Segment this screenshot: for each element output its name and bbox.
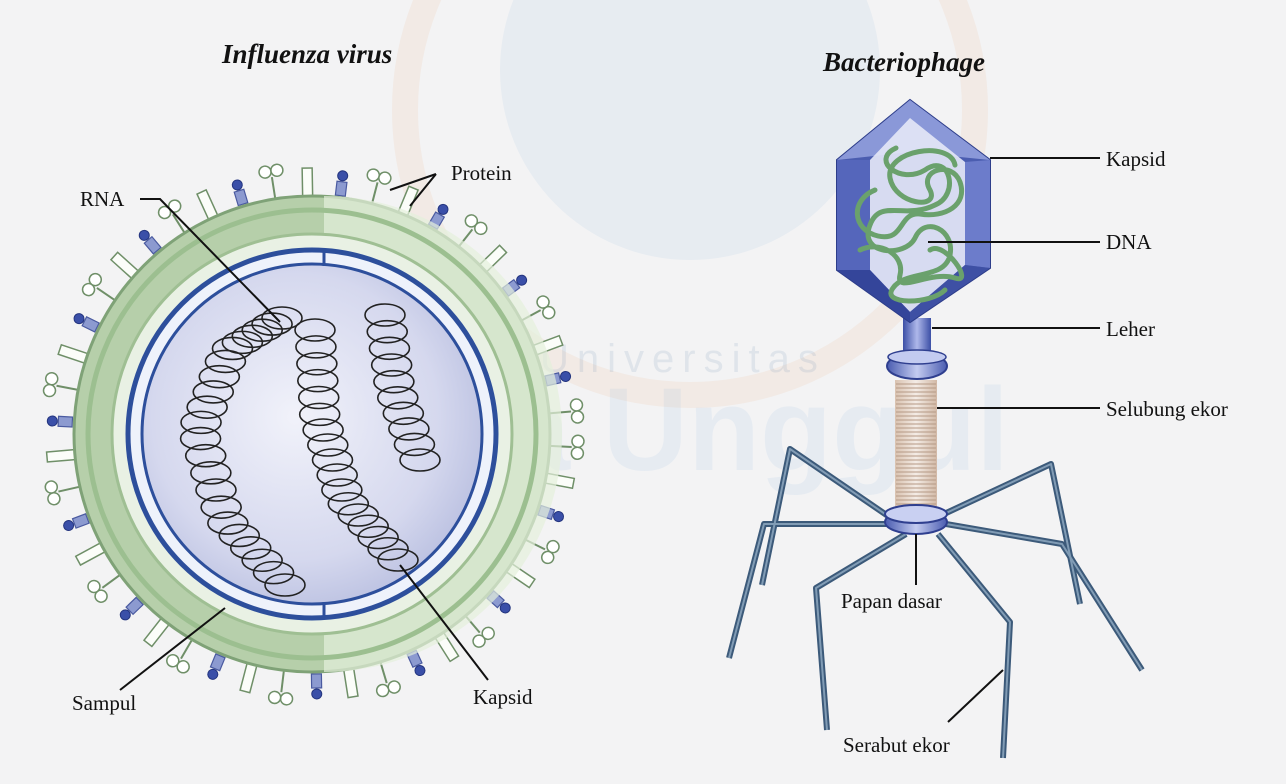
bacteriophage-title: Bacteriophage [822, 47, 985, 77]
label-kapsid-phage: Kapsid [1106, 147, 1166, 171]
label-kapsid-influenza: Kapsid [473, 685, 533, 709]
label-selubung-ekor: Selubung ekor [1106, 397, 1228, 421]
label-rna: RNA [80, 187, 125, 211]
capsid-interior [142, 264, 482, 604]
label-dna: DNA [1106, 230, 1152, 254]
label-protein: Protein [451, 161, 512, 185]
label-papan-dasar: Papan dasar [841, 589, 942, 613]
influenza-title: Influenza virus [221, 39, 392, 69]
influenza-virus: Influenza virus RNA Protein Sampul Kapsi… [42, 39, 584, 715]
label-leher: Leher [1106, 317, 1155, 341]
leader-serabut-ekor [948, 670, 1003, 722]
label-serabut-ekor: Serabut ekor [843, 733, 950, 757]
label-sampul: Sampul [72, 691, 136, 715]
